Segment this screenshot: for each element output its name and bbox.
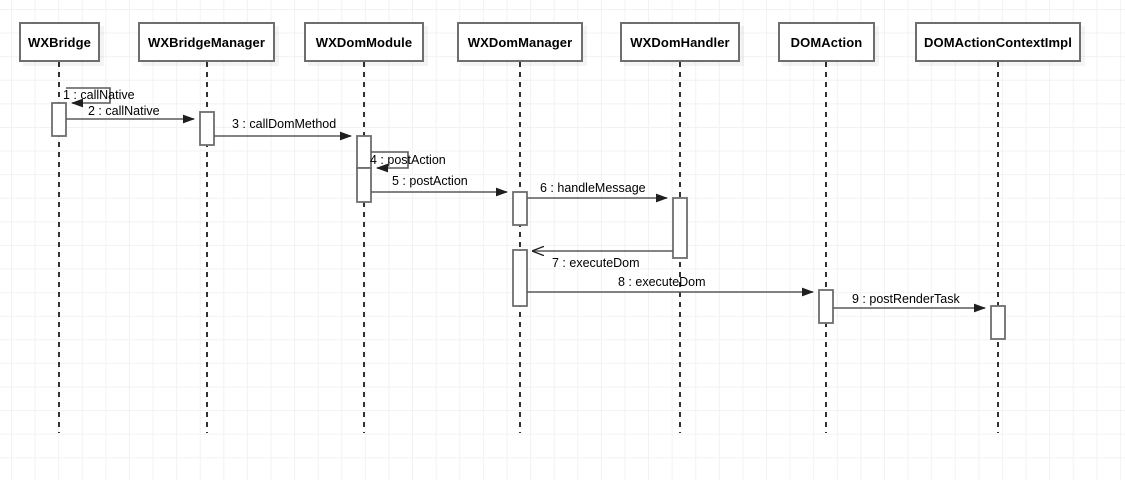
message-label-9: 9 : postRenderTask [852,292,960,306]
participant-label: WXDomHandler [630,34,730,50]
message-label-1: 1 : callNative [63,88,135,102]
activation-bar-wxdommodule [356,135,372,169]
activation-bar-wxdommanager [512,249,528,307]
activation-bar-wxdomhandler [672,197,688,259]
message-4-postAction[interactable] [371,151,409,173]
participant-label: DOMActionContextImpl [924,34,1072,50]
activations-layer [51,102,1006,340]
activation-bar-wxdommodule [356,167,372,203]
participant-box-domactioncontextimpl[interactable]: DOMActionContextImpl [915,22,1081,62]
participant-box-domaction[interactable]: DOMAction [778,22,875,62]
participant-label: WXBridge [28,34,91,50]
self-message-line [66,87,111,108]
message-label-6: 6 : handleMessage [540,181,646,195]
participant-label: DOMAction [790,34,863,50]
activation-bar-domactioncontextimpl [990,305,1006,340]
activation-bar-wxdommanager [512,191,528,226]
participant-label: WXDomManager [467,34,573,50]
message-label-3: 3 : callDomMethod [232,117,337,131]
activation-bar-wxbridgemanager [199,111,215,146]
message-label-2: 2 : callNative [88,104,160,118]
participant-box-wxbridge[interactable]: WXBridge [19,22,100,62]
activation-bar-wxbridge [51,102,67,137]
message-label-5: 5 : postAction [392,174,468,188]
messages-layer [66,87,986,313]
participant-label: WXBridgeManager [147,34,266,50]
participant-box-wxdommodule[interactable]: WXDomModule [304,22,424,62]
participant-box-wxdomhandler[interactable]: WXDomHandler [620,22,740,62]
participant-label: WXDomModule [315,34,413,50]
message-label-8: 8 : executeDom [618,275,706,289]
message-label-4: 4 : postAction [370,153,446,167]
message-label-7: 7 : executeDom [552,256,640,270]
self-message-line [371,151,409,173]
participant-box-wxbridgemanager[interactable]: WXBridgeManager [138,22,275,62]
activation-bar-domaction [818,289,834,324]
message-1-callNative[interactable] [66,87,111,108]
participant-box-wxdommanager[interactable]: WXDomManager [457,22,583,62]
